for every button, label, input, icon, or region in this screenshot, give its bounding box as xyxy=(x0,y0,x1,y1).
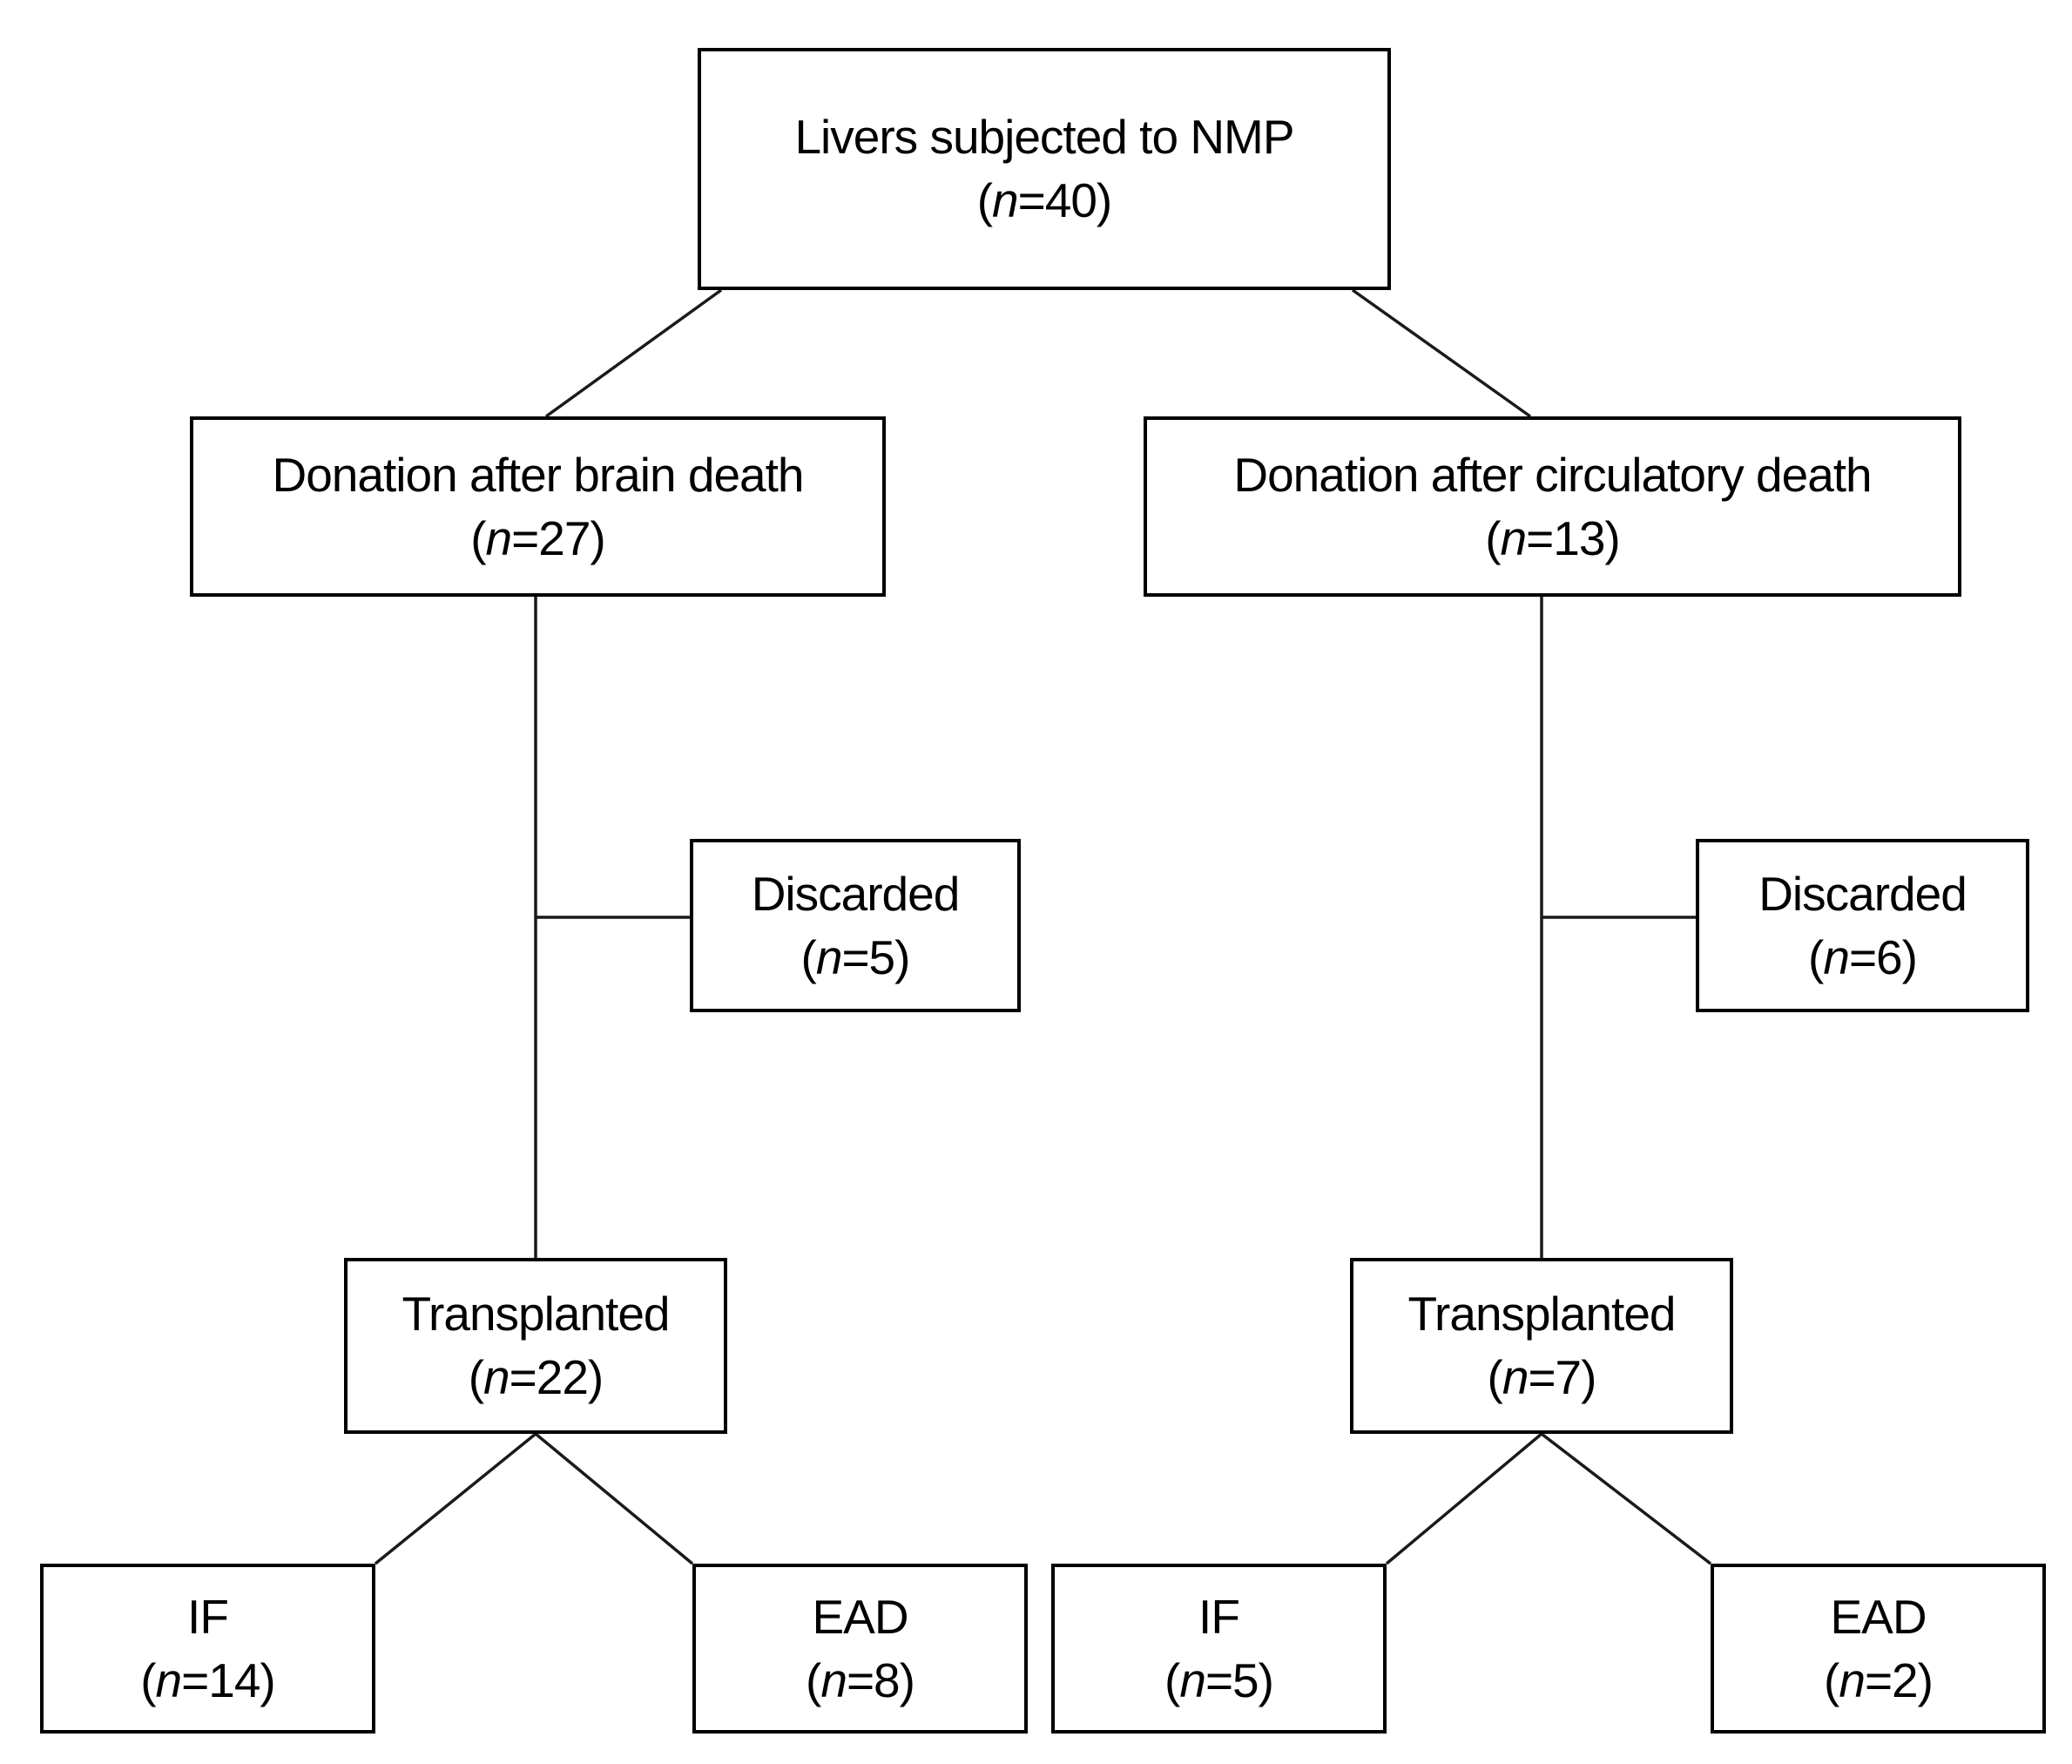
node-donation-after-brain-death: Donation after brain death (n=27) xyxy=(190,416,886,597)
edge-transplanted-dbd-to-if xyxy=(374,1432,537,1565)
node-ead-dbd: EAD (n=8) xyxy=(692,1564,1028,1734)
node-count: (n=22) xyxy=(468,1350,604,1404)
node-label: EAD xyxy=(1830,1589,1927,1644)
node-count: (n=13) xyxy=(1485,510,1621,565)
node-transplanted-dcd: Transplanted (n=7) xyxy=(1350,1258,1733,1434)
node-count: (n=14) xyxy=(140,1652,276,1707)
node-label: Transplanted xyxy=(1407,1287,1677,1342)
node-donation-after-circulatory-death: Donation after circulatory death (n=13) xyxy=(1144,416,1961,597)
edge-transplanted-dcd-to-ead xyxy=(1540,1432,1712,1565)
node-label: Discarded xyxy=(751,866,961,921)
node-if-dbd: IF (n=14) xyxy=(40,1564,375,1734)
node-label: IF xyxy=(187,1589,229,1644)
node-transplanted-dbd: Transplanted (n=22) xyxy=(344,1258,727,1434)
node-discarded-dbd: Discarded (n=5) xyxy=(690,839,1021,1012)
edge-transplanted-dcd-to-if xyxy=(1385,1432,1543,1565)
edge-transplanted-dbd-to-ead xyxy=(534,1432,694,1565)
node-count: (n=27) xyxy=(470,510,606,565)
node-ead-dcd: EAD (n=2) xyxy=(1711,1564,2046,1734)
node-count: (n=40) xyxy=(976,173,1113,227)
node-count: (n=5) xyxy=(1164,1652,1274,1707)
edge-root-to-dbd xyxy=(544,288,723,418)
node-count: (n=2) xyxy=(1824,1652,1934,1707)
node-label: EAD xyxy=(812,1589,908,1644)
node-count: (n=6) xyxy=(1808,929,1918,984)
node-label: Donation after circulatory death xyxy=(1233,447,1872,502)
node-label: Transplanted xyxy=(402,1287,671,1342)
node-count: (n=7) xyxy=(1487,1350,1597,1404)
edge-root-to-dcd xyxy=(1351,288,1532,418)
node-label: Livers subjected to NMP xyxy=(794,110,1294,165)
node-count: (n=5) xyxy=(800,929,911,984)
node-label: IF xyxy=(1198,1589,1240,1644)
node-label: Discarded xyxy=(1758,866,1967,921)
node-discarded-dcd: Discarded (n=6) xyxy=(1696,839,2029,1012)
node-livers-subjected-to-nmp: Livers subjected to NMP (n=40) xyxy=(698,48,1391,290)
node-if-dcd: IF (n=5) xyxy=(1051,1564,1387,1734)
node-label: Donation after brain death xyxy=(272,447,805,502)
node-count: (n=8) xyxy=(806,1652,915,1707)
